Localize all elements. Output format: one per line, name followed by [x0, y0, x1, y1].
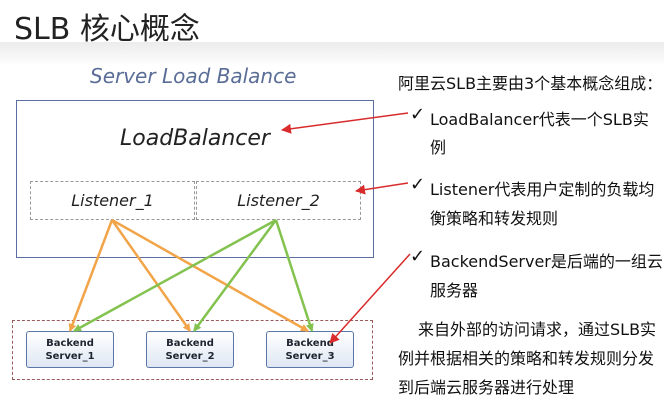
backend-server-2-line1: Backend — [166, 337, 214, 349]
check-icon: ✓ — [410, 174, 426, 195]
link-listener2-backend1 — [73, 218, 277, 333]
pointer-backend — [329, 253, 411, 344]
link-listener2-backend3 — [274, 219, 314, 332]
backend-server-1-line1: Backend — [46, 337, 94, 349]
notes-intro: 阿里云SLB主要由3个基本概念组成： — [398, 74, 663, 93]
backend-group-box — [12, 320, 373, 380]
note-1-line1: LoadBalancer代表一个SLB实 — [430, 110, 649, 129]
title-bar — [0, 42, 664, 66]
note-1-line2: 例 — [430, 138, 447, 157]
page-title: SLB 核心概念 — [14, 12, 200, 47]
link-listener1-backend1 — [68, 219, 114, 332]
outro-line-1: 来自外部的访问请求，通过SLB实 — [418, 320, 657, 339]
check-icon: ✓ — [410, 104, 426, 125]
load-balancer-label: LoadBalancer — [120, 126, 270, 151]
backend-server-3-line2: Server_3 — [285, 350, 335, 362]
backend-server-2-line2: Server_2 — [165, 350, 215, 362]
outro-line-2: 例并根据相关的策略和转发规则分发 — [398, 349, 655, 368]
listener-2-box: Listener_2 — [196, 181, 361, 220]
outro-line-3: 到后端云服务器进行处理 — [398, 378, 575, 397]
backend-server-3-line1: Backend — [286, 337, 334, 349]
backend-server-1-line2: Server_1 — [45, 350, 95, 362]
link-listener2-backend2 — [192, 219, 278, 332]
diagram-subtitle: Server Load Balance — [90, 64, 297, 88]
note-3-line2: 服务器 — [430, 281, 479, 300]
note-3-line1: BackendServer是后端的一组云 — [430, 252, 663, 271]
pointer-listener — [355, 182, 409, 195]
check-icon: ✓ — [410, 246, 426, 267]
link-listener1-backend3 — [111, 218, 309, 333]
note-2-line2: 衡策略和转发规则 — [430, 209, 559, 228]
backend-server-1: Backend Server_1 — [26, 331, 114, 368]
pointer-loadbalancer — [281, 112, 409, 134]
link-listener1-backend2 — [110, 219, 192, 332]
note-2-line1: Listener代表用户定制的负载均 — [430, 180, 655, 199]
